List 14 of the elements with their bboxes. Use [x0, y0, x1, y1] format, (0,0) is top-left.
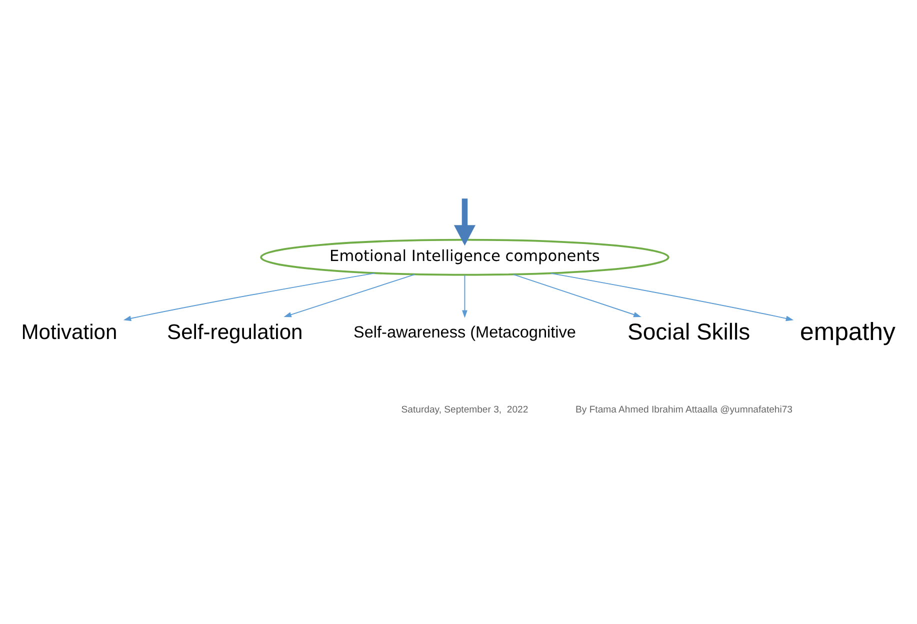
- arrow: [454, 198, 476, 246]
- label: Saturday, September 3, 2022: [401, 404, 528, 415]
- node-text: empathy: [800, 317, 896, 346]
- node-text: Motivation: [21, 320, 118, 344]
- arrow: [550, 272, 794, 321]
- arrow: [462, 274, 468, 318]
- node-ellipse: Emotional Intelligence components: [260, 238, 670, 276]
- node-text: Self-regulation: [167, 320, 303, 344]
- node-text: Social Skills: [628, 318, 750, 344]
- arrow: [284, 273, 416, 317]
- label: By Ftama Ahmed Ibrahim Attaalla @yumnafatehi73: [576, 404, 793, 415]
- arrow: [512, 273, 642, 317]
- node-text: Self-awareness (Metacognitive: [354, 323, 576, 342]
- arrow: [123, 272, 376, 321]
